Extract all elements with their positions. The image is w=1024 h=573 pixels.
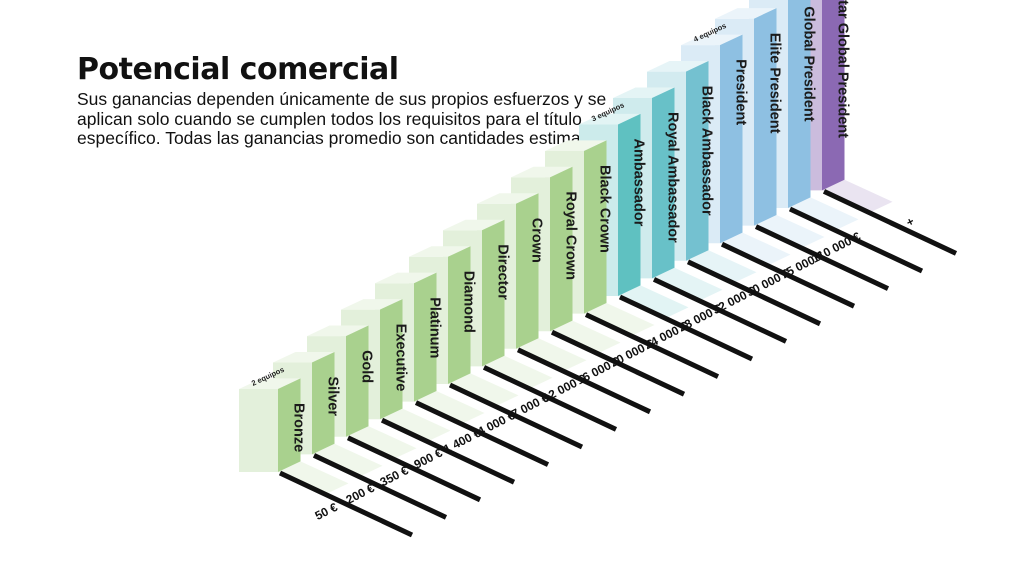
shadow-band-elite-president bbox=[754, 224, 890, 291]
category-label-gold: Gold bbox=[358, 350, 374, 383]
value-label-silver: 200 € bbox=[344, 481, 377, 507]
column-top-black-crown bbox=[545, 140, 607, 151]
shadow-band-crown bbox=[516, 347, 652, 415]
ground-strip-crown bbox=[516, 338, 587, 371]
shadow-band-director bbox=[482, 365, 618, 432]
category-label-1-star-global-president: 1 Star Global President bbox=[834, 0, 850, 138]
ground-layer bbox=[278, 179, 958, 538]
shadow-band-bronze bbox=[278, 470, 414, 538]
ground-strip-gold bbox=[346, 426, 417, 459]
columns-layer bbox=[239, 0, 845, 472]
column-top-bronze bbox=[239, 378, 301, 389]
shadow-band-1-star-global-president bbox=[822, 189, 958, 256]
column-top-platinum bbox=[375, 272, 437, 284]
ground-strip-1-star-global-president bbox=[822, 179, 893, 213]
column-front-bronze bbox=[239, 389, 278, 472]
ground-strip-global-president bbox=[788, 197, 859, 230]
ground-strip-executive bbox=[380, 408, 451, 442]
category-label-royal-ambassador: Royal Ambassador bbox=[664, 112, 680, 243]
column-side-royal-crown bbox=[550, 166, 573, 332]
column-side-bronze bbox=[278, 378, 301, 472]
column-top-ambassador bbox=[579, 113, 641, 125]
column-side-elite-president bbox=[754, 8, 777, 226]
shadow-band-royal-crown bbox=[550, 329, 686, 397]
category-label-president: President bbox=[732, 59, 748, 125]
column-top-royal-ambassador bbox=[613, 87, 675, 98]
column-side-1-star-global-president bbox=[822, 0, 845, 191]
column-side-executive bbox=[380, 299, 403, 420]
column-top-black-ambassador bbox=[647, 61, 709, 72]
column-side-silver bbox=[312, 352, 335, 455]
shadow-band-royal-ambassador bbox=[652, 277, 788, 344]
category-label-diamond: Diamond bbox=[460, 271, 476, 333]
column-top-director bbox=[443, 219, 505, 231]
shadow-band-platinum bbox=[414, 400, 550, 467]
column-top-elite-president bbox=[715, 8, 777, 19]
column-side-black-ambassador bbox=[686, 61, 709, 261]
column-side-black-crown bbox=[584, 140, 607, 314]
chart-description: Sus ganancias dependen únicamente de sus… bbox=[77, 89, 614, 148]
category-label-royal-crown: Royal Crown bbox=[562, 191, 578, 280]
column-top-royal-crown bbox=[511, 166, 573, 178]
category-label-crown: Crown bbox=[528, 218, 544, 263]
ground-strip-black-crown bbox=[584, 303, 655, 336]
ground-strip-bronze bbox=[278, 461, 349, 494]
column-side-ambassador bbox=[618, 113, 641, 297]
column-top-executive bbox=[341, 299, 403, 310]
category-label-black-ambassador: Black Ambassador bbox=[698, 86, 714, 216]
header: Potencial comercial Sus ganancias depend… bbox=[77, 52, 637, 149]
ground-strip-royal-ambassador bbox=[652, 267, 723, 301]
ground-strip-royal-crown bbox=[550, 320, 621, 354]
column-top-silver bbox=[273, 352, 335, 363]
chart-title: Potencial comercial bbox=[77, 52, 399, 87]
ground-strip-black-ambassador bbox=[686, 250, 757, 283]
ground-strip-platinum bbox=[414, 391, 485, 424]
column-side-crown bbox=[516, 193, 539, 349]
ground-strip-silver bbox=[312, 443, 383, 477]
shadow-band-ambassador bbox=[618, 294, 754, 362]
ground-strip-ambassador bbox=[618, 285, 689, 318]
value-label-bronze: 50 € bbox=[313, 500, 340, 523]
category-label-black-crown: Black Crown bbox=[596, 165, 612, 253]
column-side-director bbox=[482, 219, 505, 367]
category-label-bronze: Bronze bbox=[290, 403, 306, 452]
column-side-global-president bbox=[788, 0, 811, 208]
shadow-band-black-ambassador bbox=[686, 259, 822, 327]
category-label-executive: Executive bbox=[392, 324, 408, 392]
category-label-elite-president: Elite President bbox=[766, 33, 782, 134]
column-side-platinum bbox=[414, 272, 437, 402]
category-label-global-president: Global President bbox=[800, 6, 816, 121]
shadow-band-president bbox=[720, 241, 856, 309]
shadow-band-global-president bbox=[788, 206, 924, 274]
ground-strip-director bbox=[482, 355, 553, 389]
shadow-band-gold bbox=[346, 435, 482, 503]
category-label-platinum: Platinum bbox=[426, 297, 442, 358]
column-top-president bbox=[681, 34, 743, 46]
column-side-diamond bbox=[448, 246, 471, 384]
column-top-gold bbox=[307, 325, 369, 337]
column-top-crown bbox=[477, 193, 539, 204]
shadow-band-executive bbox=[380, 417, 516, 485]
column-side-president bbox=[720, 34, 743, 244]
category-label-ambassador: Ambassador bbox=[630, 139, 646, 227]
value-label-executive: 900 € bbox=[412, 445, 445, 471]
ground-strip-elite-president bbox=[754, 215, 825, 248]
shadow-band-silver bbox=[312, 453, 448, 520]
shadow-band-black-crown bbox=[584, 312, 720, 379]
column-side-royal-ambassador bbox=[652, 87, 675, 279]
category-label-silver: Silver bbox=[324, 377, 340, 417]
value-label-gold: 350 € bbox=[378, 463, 411, 489]
column-side-gold bbox=[346, 325, 369, 437]
column-top-diamond bbox=[409, 246, 471, 257]
category-label-director: Director bbox=[494, 244, 510, 300]
ground-strip-diamond bbox=[448, 373, 519, 406]
shadow-band-diamond bbox=[448, 382, 584, 450]
ground-strip-president bbox=[720, 232, 791, 266]
